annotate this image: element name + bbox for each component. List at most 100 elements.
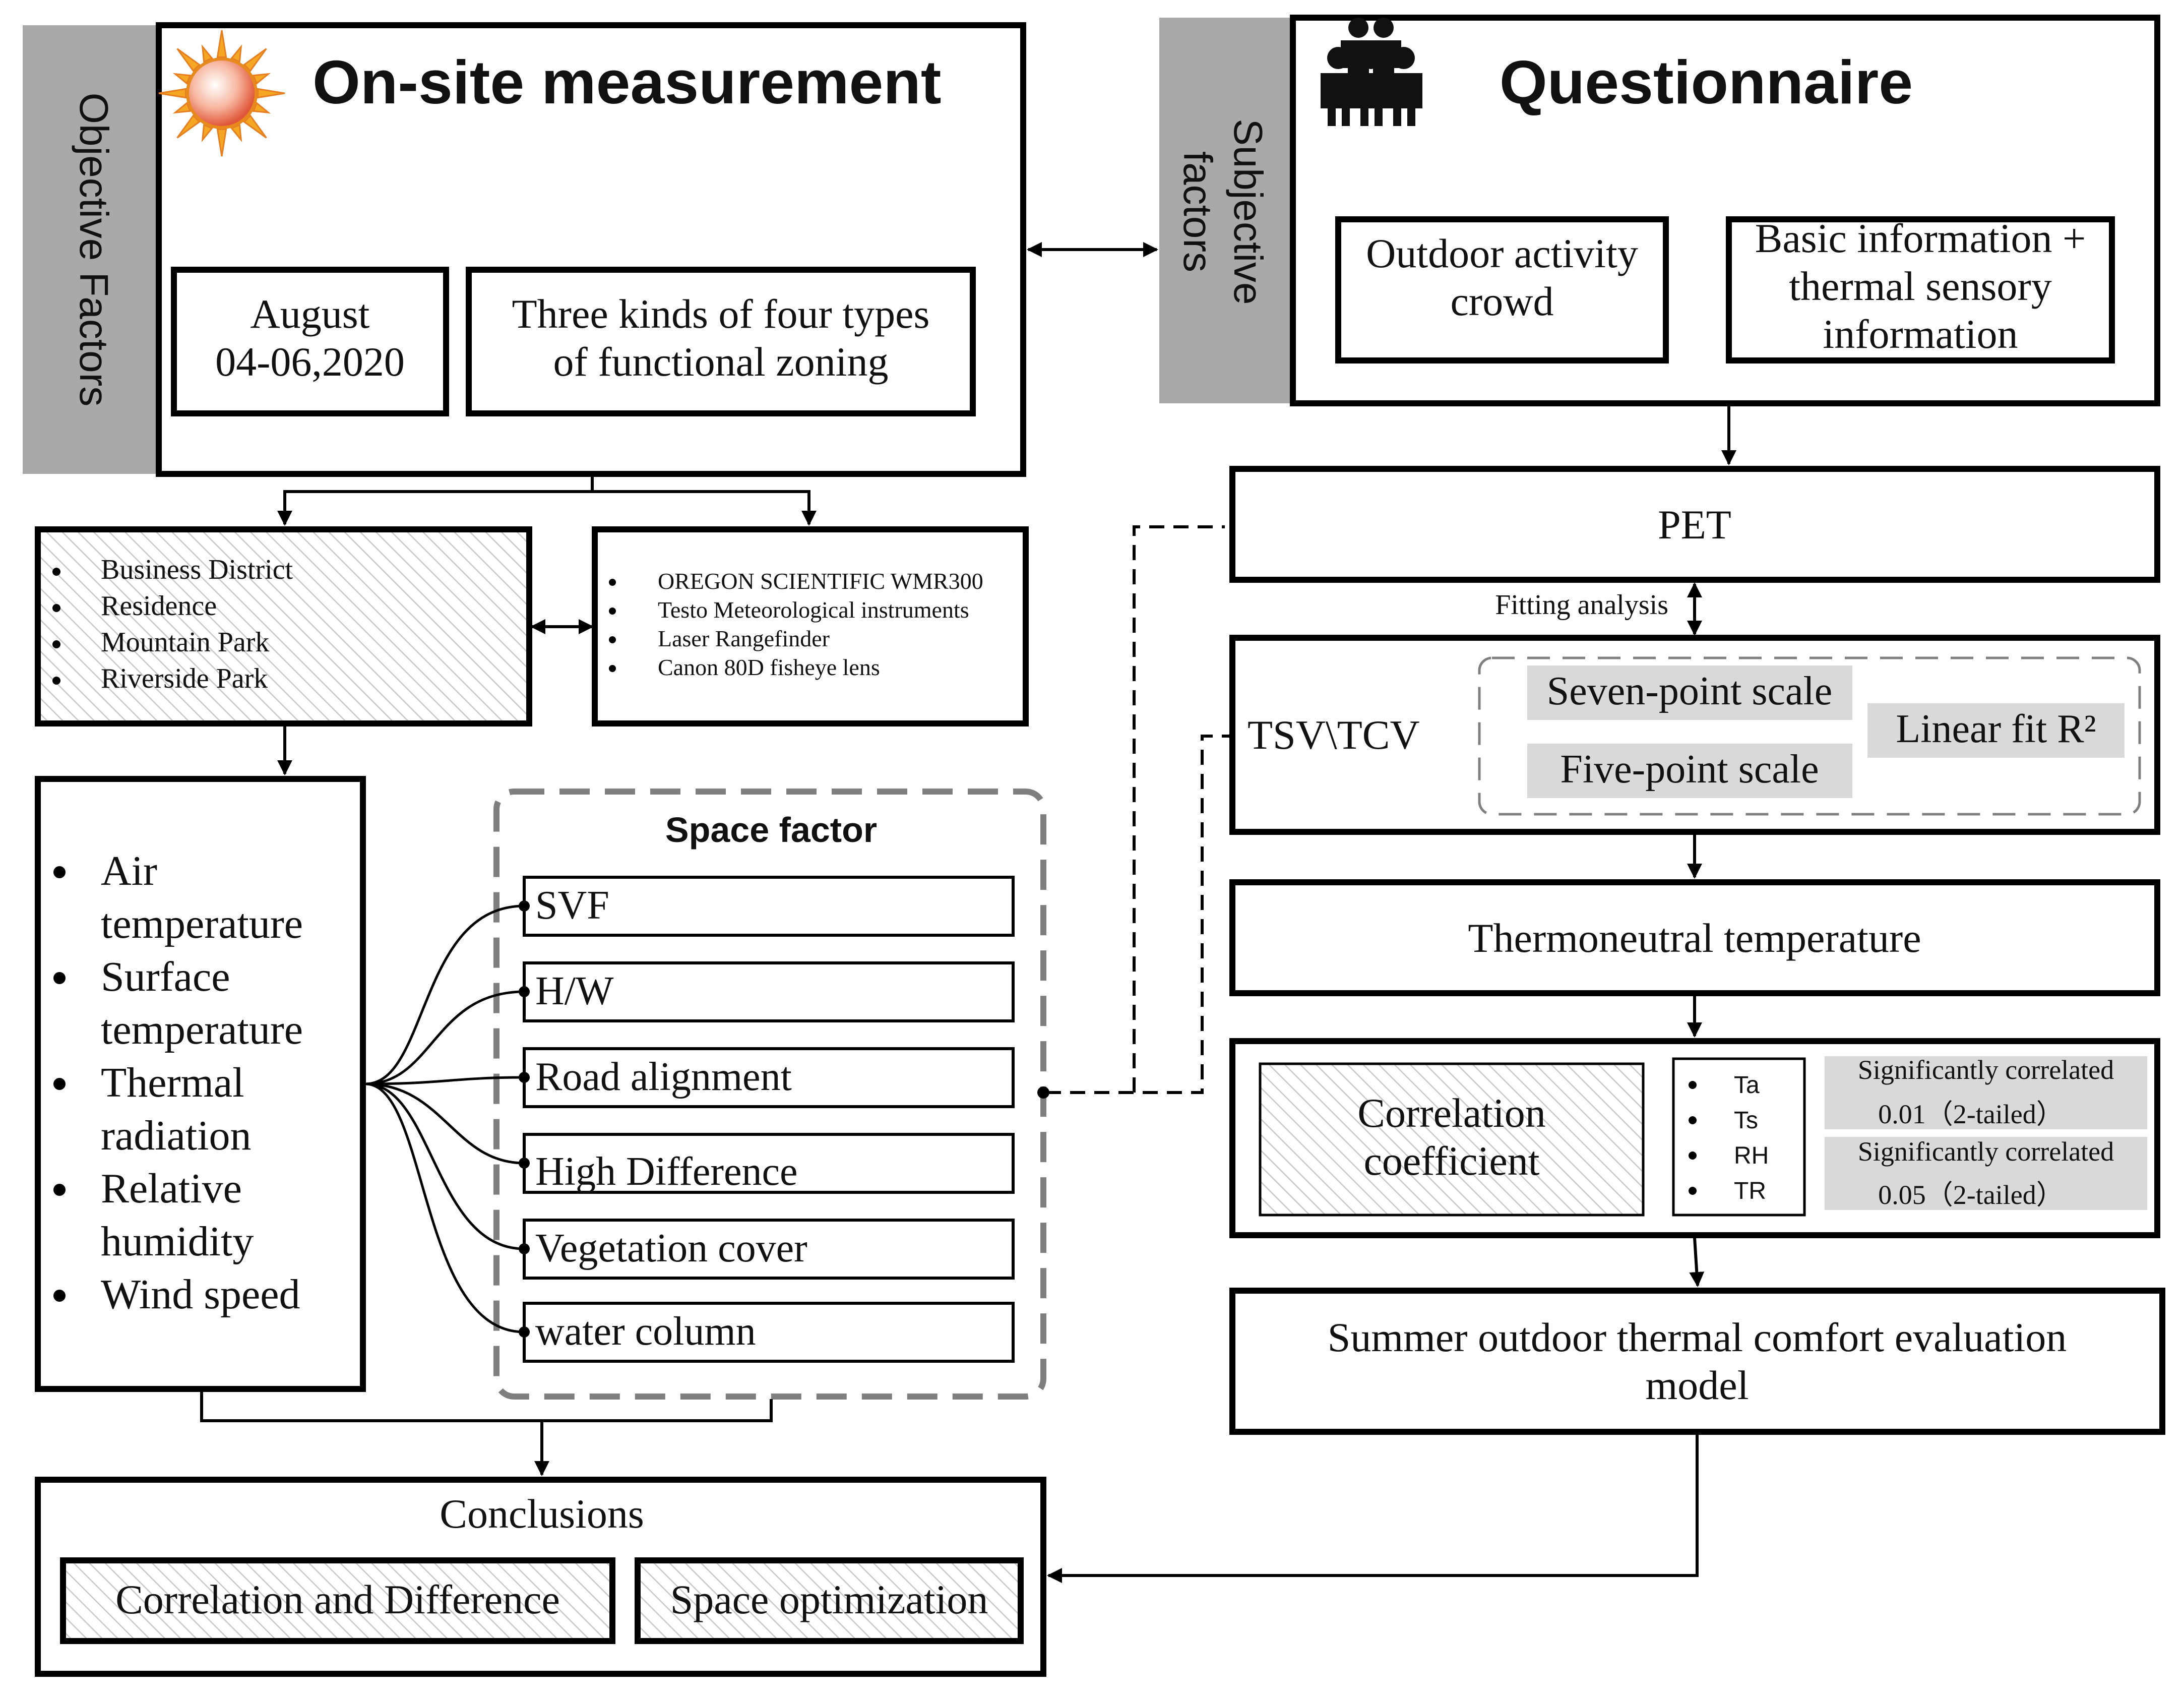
zoning-box [466,267,976,416]
thermoneutral-label: Thermoneutral temperature [1468,915,1921,961]
sun-ray [176,114,201,139]
sig-001-line-2: 0.01（2-tailed） [1878,1099,2063,1129]
sun-ray [243,114,267,139]
sun-ray [252,73,271,85]
correlation-difference-box [60,1557,615,1644]
fitting-label: Fitting analysis [1495,589,1668,621]
space-optimization-label: Space optimization [670,1577,988,1622]
variables-list: Ta Ts RH TR [1689,1072,1769,1204]
weather-factor: Wind speed [101,1271,300,1318]
sun-ray [252,101,271,114]
sun-ray [216,30,227,58]
sun-ray [230,124,242,143]
sun-ray [216,128,227,157]
weather-factor: Surface [101,953,230,1000]
onsite-measurement-title: On-site measurement [313,48,942,116]
onsite-to-sites-arrow [277,476,594,526]
sun-ray [172,101,192,114]
weather-factors-list: Air temperature Surface temperature Ther… [53,847,303,1318]
weather-factor: Relative [101,1165,242,1212]
site-item: Business District [101,554,293,585]
site-item: Residence [101,590,217,622]
zoning-line-1: Three kinds of four types [512,291,930,337]
instrument-item: OREGON SCIENTIFIC WMR300 [658,568,983,594]
weather-factors-box [35,776,366,1392]
objective-factors-band [23,25,159,474]
sun-ray [158,88,187,99]
onsite-to-instruments-arrow [592,490,817,526]
space-factor-box [523,961,1015,1022]
space-factor-item: Road alignment [535,1055,792,1099]
weather-factor: Air [101,847,157,894]
crowd-line-1: Outdoor activity [1366,230,1638,276]
model-line-1: Summer outdoor thermal comfort evaluatio… [1328,1314,2067,1360]
variable-item: RH [1734,1142,1769,1169]
model-box [1229,1288,2165,1435]
conclusions-title: Conclusions [440,1491,644,1537]
basic-info-line-1: Basic information + [1755,215,2086,261]
instrument-item: Testo Meteorological instruments [658,597,969,623]
model-line-2: model [1646,1362,1749,1408]
weather-factor: temperature [101,900,303,947]
pet-box [1229,466,2160,583]
instruments-list: OREGON SCIENTIFIC WMR300 Testo Meteorolo… [609,568,983,680]
space-to-pet-link [1133,525,1225,1093]
space-factor-box [523,876,1015,937]
weather-factor: humidity [101,1218,254,1265]
sun-ray [257,88,285,99]
date-line-1: August [251,291,370,337]
space-factor-list: SVF H/W Road alignment High Difference V… [523,876,1015,1363]
zoning-line-2: of functional zoning [553,339,889,385]
instruments-box [592,526,1029,726]
variable-item: Ta [1734,1072,1760,1099]
variable-item: TR [1734,1178,1766,1204]
site-item: Mountain Park [101,627,269,658]
basic-info-box [1726,216,2115,364]
crowd-box [1335,216,1669,364]
questionnaire-title: Questionnaire [1500,48,1913,116]
basic-info-line-3: information [1823,311,2018,357]
correlation-coefficient-box [1259,1062,1645,1217]
sun-ray [243,48,267,72]
weather-factor: Thermal [101,1059,244,1106]
space-factor-item: High Difference [535,1149,798,1194]
weather-factor: radiation [101,1112,252,1159]
sun-ray [201,124,214,143]
connector-dots [519,900,1049,1338]
people-icon [1321,18,1422,126]
sig-001-line-1: Significantly correlated [1858,1055,2114,1085]
sites-list: Business District Residence Mountain Par… [52,554,293,694]
instrument-item: Canon 80D fisheye lens [658,654,880,680]
sun-ray [176,48,201,72]
thermoneutral-box [1229,879,2160,996]
objective-factors-label: Objective Factors [72,93,116,406]
scales-group [1478,656,2141,816]
basic-info-line-2: thermal sensory [1789,263,2051,309]
sig-005-line-1: Significantly correlated [1858,1136,2114,1167]
sun-icon [158,30,285,157]
space-factor-item: SVF [535,883,609,928]
subjective-factors-line-2: factors [1175,151,1220,272]
correlation-coefficient-line-2: coefficient [1363,1138,1539,1184]
crowd-line-2: crowd [1451,278,1554,324]
site-item: Riverside Park [101,663,268,694]
merge-line [200,1391,773,1422]
sun-ray [230,44,242,63]
weather-space-connectors [365,904,525,1334]
date-box [171,267,449,416]
space-factor-item: Vegetation cover [535,1226,807,1270]
space-factor-box [523,1219,1015,1280]
seven-point-label: Seven-point scale [1547,669,1832,713]
pet-label: PET [1658,502,1731,548]
sites-box [35,526,532,726]
space-to-tsv-link [1046,735,1235,1094]
space-factor-box [523,1302,1015,1363]
space-factor-title: Space factor [665,810,877,850]
sun-ray [172,73,192,85]
five-point-box [1527,744,1852,798]
sun-ray [201,44,214,63]
tsv-label: TSV\TCV [1247,712,1420,758]
weather-factor: temperature [101,1006,303,1053]
